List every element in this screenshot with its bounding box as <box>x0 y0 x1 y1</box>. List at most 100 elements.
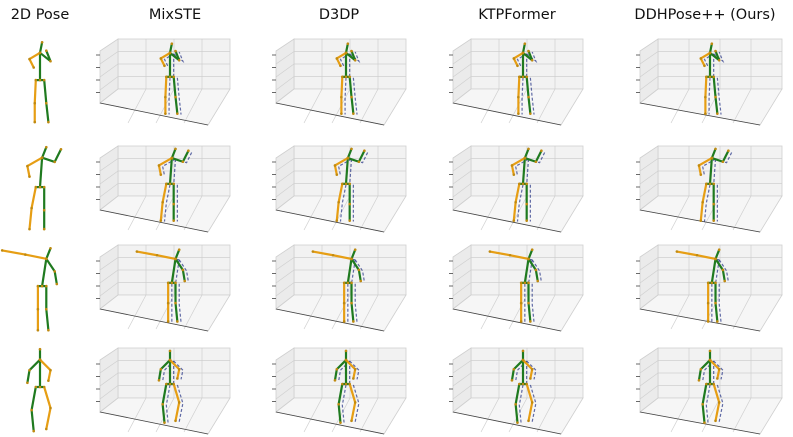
joint <box>536 279 540 283</box>
joint <box>512 57 516 60</box>
joint <box>164 95 167 99</box>
joint <box>333 379 337 382</box>
joint <box>163 64 166 68</box>
ddhpose-row-2 <box>636 145 783 233</box>
joint <box>337 200 340 204</box>
joint <box>525 182 528 186</box>
x-axis-line <box>452 308 562 332</box>
joint <box>708 349 712 353</box>
mixste-row-3 <box>96 244 231 332</box>
grid-line <box>183 195 203 231</box>
pose2d-row-2 <box>26 145 63 231</box>
joint <box>716 320 719 323</box>
grid-line <box>639 269 659 284</box>
gt-right-arm <box>516 53 527 67</box>
ddhpose-row-4 <box>636 347 783 435</box>
joint <box>344 382 348 386</box>
joint <box>38 185 42 189</box>
grid-line <box>452 76 472 91</box>
gt-left-arm <box>351 151 369 164</box>
grid-line <box>639 170 659 185</box>
grid-line <box>99 51 119 65</box>
joint <box>172 75 175 79</box>
grid-line <box>127 88 147 124</box>
grid-line <box>127 294 147 330</box>
grid-line <box>331 195 351 231</box>
joint <box>335 219 339 222</box>
joint <box>712 382 715 386</box>
joint <box>177 367 181 371</box>
joint <box>523 42 527 46</box>
joint <box>716 377 719 380</box>
joint <box>28 227 31 231</box>
joint <box>174 95 177 99</box>
grid-line <box>639 76 659 91</box>
d3dp-row-2 <box>272 145 407 233</box>
joint <box>714 257 717 261</box>
joint <box>346 42 350 46</box>
x-axis-line <box>275 209 385 233</box>
grid-line <box>155 397 175 433</box>
joint <box>714 49 717 53</box>
joint <box>525 75 528 79</box>
gt-right-leg <box>703 184 711 222</box>
gt-right-arm <box>337 158 352 176</box>
gt-spine <box>174 259 180 284</box>
joint <box>26 381 29 385</box>
x-axis-line <box>452 209 562 233</box>
joint <box>157 379 161 382</box>
spine <box>38 146 48 189</box>
joint <box>350 95 353 99</box>
spine <box>38 41 44 82</box>
joint <box>174 49 177 53</box>
gt-spine <box>526 158 530 185</box>
x-axis-line <box>452 102 562 126</box>
joint <box>47 120 50 124</box>
gt-left-leg <box>705 384 711 424</box>
grid-line <box>452 282 472 297</box>
joint <box>708 358 712 362</box>
joint <box>341 382 344 386</box>
joint <box>523 281 527 285</box>
joint <box>172 182 175 186</box>
grid-line <box>331 397 351 433</box>
joint <box>172 219 175 222</box>
joint <box>181 160 185 164</box>
grid-line <box>670 195 690 231</box>
gt-left-arm <box>354 259 365 283</box>
gt-right-leg <box>716 384 724 422</box>
joint <box>714 301 717 305</box>
joint <box>348 202 351 206</box>
joint <box>176 320 179 323</box>
joint <box>530 248 534 252</box>
joint <box>363 149 366 153</box>
joint <box>40 284 44 288</box>
grid-line <box>99 282 119 297</box>
gt-left-arm <box>715 151 733 164</box>
gt-left-arm <box>515 360 528 382</box>
joint <box>518 182 521 186</box>
joint <box>352 112 355 115</box>
grid-line <box>155 294 175 330</box>
joint <box>45 101 48 105</box>
gt-right-arm <box>163 53 174 67</box>
joint <box>45 307 48 311</box>
grid-line <box>452 360 472 374</box>
joint <box>168 349 172 353</box>
joint <box>723 279 727 283</box>
joint <box>353 58 357 62</box>
grid-line <box>536 195 556 231</box>
grid-line <box>275 76 295 91</box>
joint <box>42 208 46 212</box>
grid-line <box>670 88 690 124</box>
joint <box>40 41 44 44</box>
gt-right-leg <box>163 184 171 222</box>
joint <box>357 268 361 272</box>
joint <box>49 247 52 250</box>
gt-left-leg <box>518 384 524 424</box>
grid-line <box>275 51 295 65</box>
gt-left-leg <box>529 77 535 115</box>
joint <box>527 49 530 53</box>
grid-line <box>99 372 119 387</box>
gt-right-leg <box>176 384 184 422</box>
